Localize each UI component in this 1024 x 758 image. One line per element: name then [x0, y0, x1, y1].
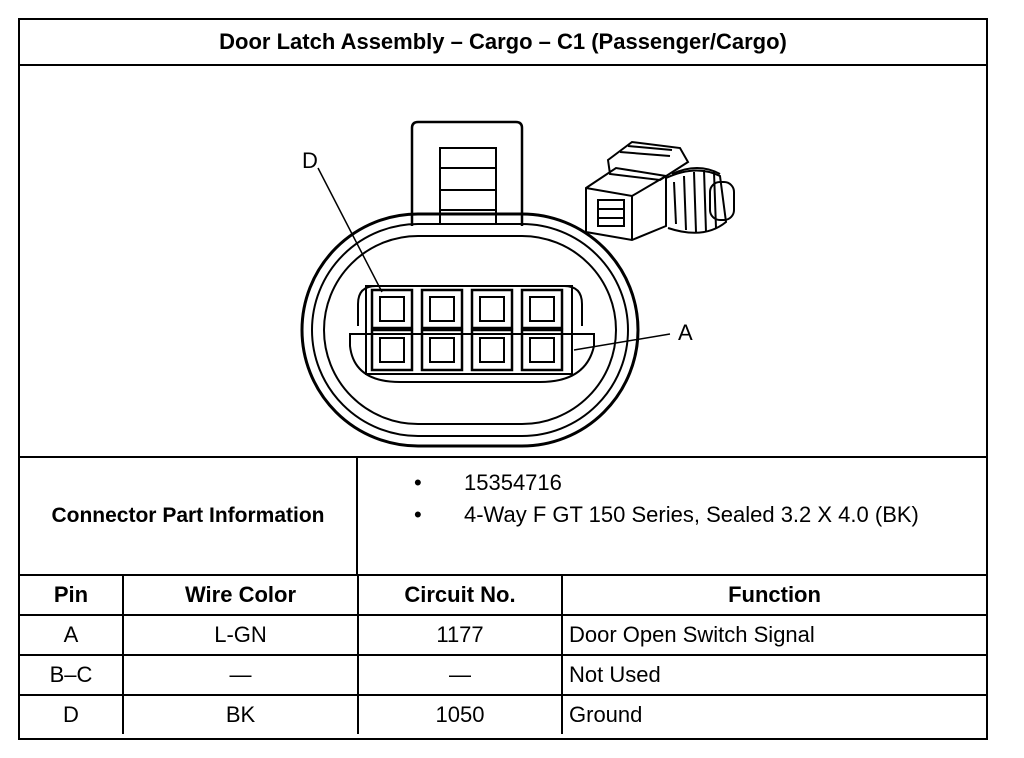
pin-table: Pin Wire Color Circuit No. Function A L-…: [20, 576, 986, 734]
circuit-header: Circuit No.: [357, 576, 563, 616]
wire-color-header: Wire Color: [122, 576, 359, 616]
circuit-cell: —: [357, 654, 563, 696]
table-header-row: Pin Wire Color Circuit No. Function: [20, 576, 986, 616]
wire-color-cell: BK: [122, 694, 359, 734]
function-header: Function: [561, 576, 986, 616]
pin-header: Pin: [20, 576, 124, 616]
cavity-d: [370, 288, 414, 372]
pin-cell: B–C: [20, 654, 124, 696]
pin-cell: D: [20, 694, 124, 734]
circuit-cell: 1177: [357, 614, 563, 656]
connector-description: 4-Way F GT 150 Series, Sealed 3.2 X 4.0 …: [464, 502, 919, 527]
connector-face-drawing: D A: [300, 120, 735, 448]
wire-color-cell: L-GN: [122, 614, 359, 656]
connector-part-info-list: • 15354716 • 4-Way F GT 150 Series, Seal…: [358, 458, 986, 574]
pin-d-label: D: [302, 148, 318, 173]
function-cell: Door Open Switch Signal: [561, 614, 986, 656]
function-cell: Ground: [561, 694, 986, 734]
table-row: B–C — — Not Used: [20, 654, 986, 696]
connector-part-info-label: Connector Part Information: [20, 458, 358, 574]
wire-color-cell: —: [122, 654, 359, 696]
pin-cell: A: [20, 614, 124, 656]
function-cell: Not Used: [561, 654, 986, 696]
document-frame: Door Latch Assembly – Cargo – C1 (Passen…: [18, 18, 988, 740]
bullet-icon: •: [414, 502, 422, 527]
pin-a-label: A: [678, 320, 693, 345]
connector-diagram: D A: [20, 64, 986, 458]
document-title: Door Latch Assembly – Cargo – C1 (Passen…: [20, 20, 986, 66]
list-item: • 4-Way F GT 150 Series, Sealed 3.2 X 4.…: [358, 502, 986, 532]
connector-part-info: Connector Part Information • 15354716 • …: [20, 458, 986, 576]
list-item: • 15354716: [358, 470, 986, 500]
bullet-icon: •: [414, 470, 422, 495]
table-row: A L-GN 1177 Door Open Switch Signal: [20, 614, 986, 656]
table-row: D BK 1050 Ground: [20, 694, 986, 734]
connector-photo-icon: [585, 140, 735, 242]
part-number: 15354716: [464, 470, 562, 495]
circuit-cell: 1050: [357, 694, 563, 734]
cavity-a: [520, 288, 564, 372]
